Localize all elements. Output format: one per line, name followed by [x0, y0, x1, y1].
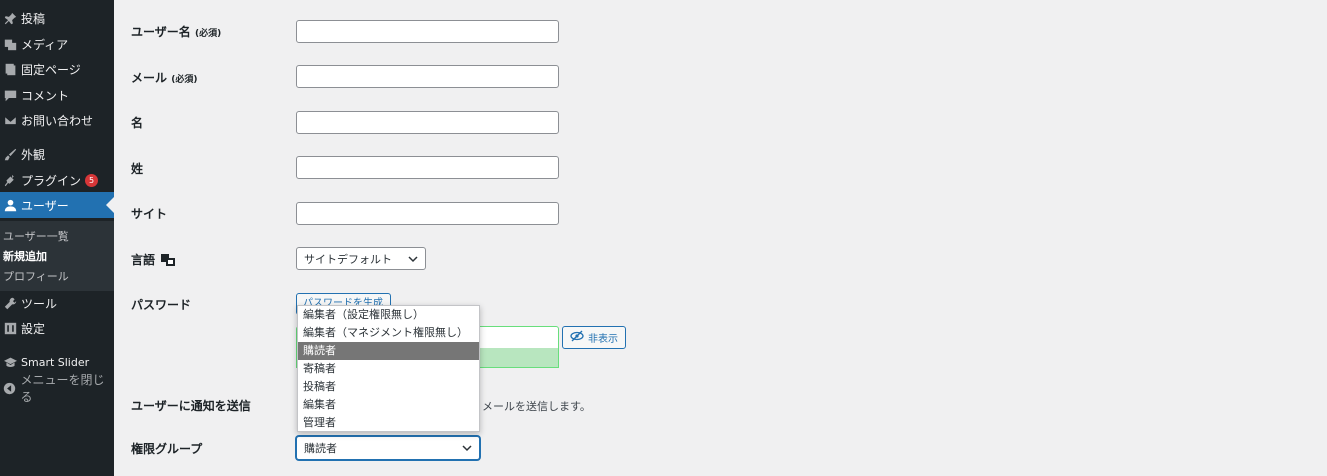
- role-select-value: 購読者: [304, 442, 337, 455]
- mail-icon: [0, 114, 20, 127]
- first-name-input[interactable]: [296, 111, 559, 134]
- collapse-icon: [0, 382, 19, 395]
- menu-label: 投稿: [21, 11, 46, 26]
- menu-item-posts[interactable]: 投稿: [0, 5, 114, 31]
- admin-sidebar: 投稿 メディア 固定ページ コメント お問い合わせ 外観 プラグイン 5 ユーザ…: [0, 0, 114, 476]
- first-name-label: 名: [131, 116, 144, 130]
- email-input[interactable]: [296, 65, 559, 88]
- appearance-icon: [0, 148, 20, 161]
- site-input[interactable]: [296, 202, 559, 225]
- menu-label: コメント: [21, 88, 70, 103]
- email-label: メール (必須): [131, 71, 198, 85]
- last-name-label: 姓: [131, 162, 144, 176]
- required-note: (必須): [194, 29, 222, 39]
- user-icon: [0, 199, 20, 212]
- chevron-down-icon: [408, 254, 418, 264]
- required-note: (必須): [171, 75, 198, 85]
- menu-item-comments[interactable]: コメント: [0, 82, 114, 108]
- username-label: ユーザー名 (必須): [131, 25, 222, 39]
- role-option-selected[interactable]: 購読者: [298, 342, 479, 360]
- menu-label: Smart Slider: [21, 355, 90, 369]
- wrench-icon: [0, 297, 20, 310]
- role-option[interactable]: 寄稿者: [303, 362, 336, 375]
- role-dropdown-list: 編集者（設定権限無し） 編集者（マネジメント権限無し） 購読者 寄稿者 投稿者 …: [297, 305, 480, 432]
- slider-icon: [0, 356, 20, 369]
- menu-label: メディア: [21, 37, 69, 52]
- notify-description: メールを送信します。: [482, 400, 591, 413]
- comment-icon: [0, 89, 20, 102]
- role-select[interactable]: 購読者: [296, 436, 480, 460]
- menu-item-contact[interactable]: お問い合わせ: [0, 107, 114, 133]
- last-name-input[interactable]: [296, 156, 559, 179]
- role-option[interactable]: 編集者（設定権限無し）: [303, 308, 424, 321]
- hide-password-button[interactable]: 非表示: [562, 326, 626, 349]
- role-label: 権限グループ: [131, 442, 203, 456]
- menu-label: お問い合わせ: [21, 113, 94, 128]
- eye-slash-icon: [570, 330, 584, 345]
- language-select-value: サイトデフォルト: [304, 252, 392, 266]
- users-submenu: ユーザー一覧 新規追加 プロフィール: [0, 221, 114, 291]
- language-select[interactable]: サイトデフォルト: [296, 247, 426, 270]
- menu-item-users[interactable]: ユーザー: [0, 192, 114, 218]
- role-option[interactable]: 編集者（マネジメント権限無し）: [303, 326, 468, 339]
- menu-item-settings[interactable]: 設定: [0, 315, 114, 341]
- menu-label: ツール: [21, 296, 58, 311]
- menu-item-pages[interactable]: 固定ページ: [0, 56, 114, 82]
- language-label: 言語: [131, 251, 176, 268]
- password-label: パスワード: [131, 298, 192, 312]
- notify-label: ユーザーに通知を送信: [131, 399, 251, 413]
- menu-label: 固定ページ: [21, 62, 81, 77]
- menu-label: 外観: [21, 147, 46, 162]
- update-count-badge: 5: [85, 173, 99, 187]
- menu-item-smart-slider[interactable]: Smart Slider: [0, 349, 114, 375]
- menu-item-media[interactable]: メディア: [0, 31, 114, 57]
- submenu-item-profile[interactable]: プロフィール: [3, 270, 69, 283]
- submenu-item-all-users[interactable]: ユーザー一覧: [3, 230, 69, 243]
- role-option[interactable]: 管理者: [303, 416, 336, 429]
- collapse-menu-button[interactable]: メニューを閉じる: [0, 373, 114, 404]
- pin-icon: [0, 12, 20, 25]
- settings-icon: [0, 322, 20, 335]
- menu-label: プラグイン: [21, 173, 82, 188]
- submenu-item-add-new[interactable]: 新規追加: [3, 250, 47, 263]
- menu-label: ユーザー: [21, 198, 69, 213]
- menu-label: 設定: [21, 321, 46, 336]
- role-option[interactable]: 編集者: [303, 398, 336, 411]
- menu-item-appearance[interactable]: 外観: [0, 141, 114, 167]
- hide-password-label: 非表示: [588, 334, 618, 345]
- media-icon: [0, 38, 20, 51]
- translation-icon: [161, 254, 176, 266]
- menu-item-tools[interactable]: ツール: [0, 290, 114, 316]
- username-input[interactable]: [296, 20, 559, 43]
- chevron-down-icon: [462, 443, 472, 453]
- role-option[interactable]: 投稿者: [303, 380, 336, 393]
- site-label: サイト: [131, 207, 168, 221]
- menu-label: メニューを閉じる: [20, 373, 105, 404]
- menu-item-plugins[interactable]: プラグイン 5: [0, 167, 114, 193]
- plugin-icon: [0, 174, 20, 187]
- page-icon: [0, 63, 20, 76]
